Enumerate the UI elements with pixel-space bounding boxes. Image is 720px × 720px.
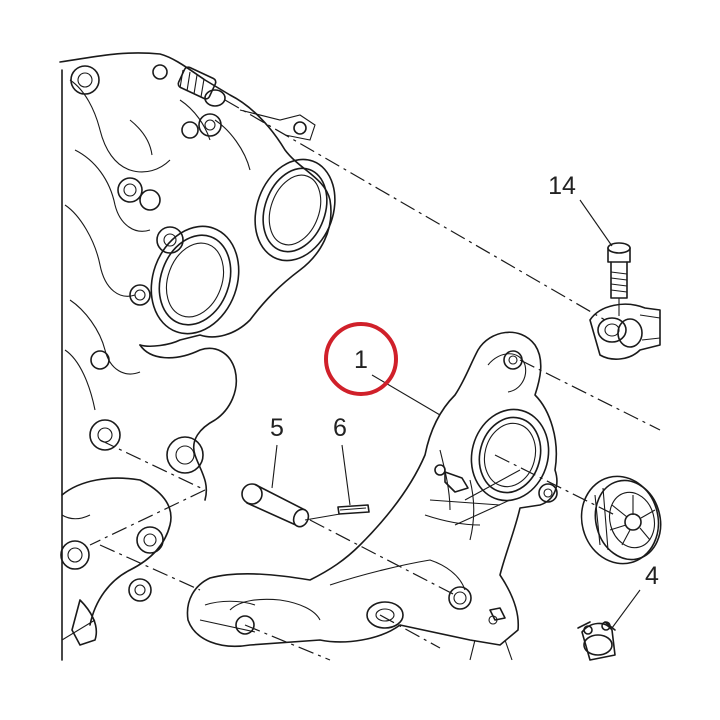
alignment-lines [89,99,661,661]
mount-bracket [589,303,661,360]
callout-label-part-1: 1 [354,346,368,374]
leader-lines [271,199,641,629]
leader-part-14 [579,199,613,247]
callout-label-part-4: 4 [645,562,659,590]
callout-label-part-6: 6 [333,414,347,442]
leader-part-1 [371,374,441,416]
clip-part-6 [337,504,370,515]
leader-part-6 [341,444,351,506]
roller-wheel [580,475,662,565]
leader-part-5 [271,444,278,489]
swingarm-part-1 [186,331,558,661]
bolt-part-14 [607,242,631,316]
highlight-ring-part-1 [324,322,398,396]
frame-casting [59,52,336,661]
pin-part-5 [241,483,341,528]
clamp-part-4 [577,621,616,661]
leader-part-4 [611,589,641,629]
callout-label-part-5: 5 [270,414,284,442]
callout-label-part-14: 14 [548,172,576,200]
